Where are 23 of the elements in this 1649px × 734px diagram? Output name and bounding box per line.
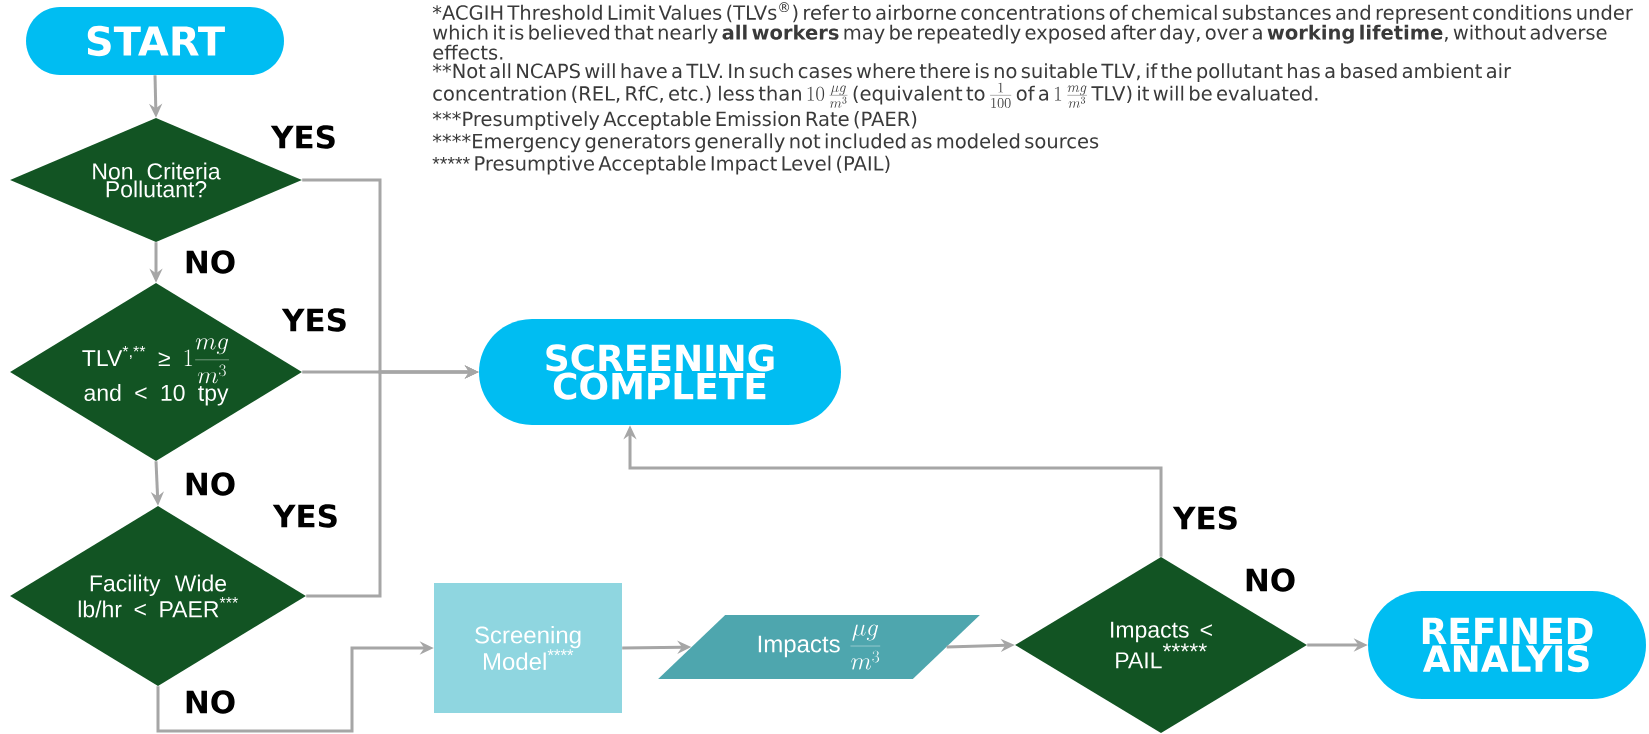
edge-label: NO	[182, 249, 238, 275]
footnote: *ACGIH Threshold Limit Values (TLVs$^{®}$) refer to airborne concentrations of chemical substances and represent conditions under which it is believed that nearly all workers may be repeatedly exposed after day, over a working lifetime, without adverse effects.	[432, 2, 1633, 60]
footnote: ***Presumptively Acceptable Emission Rate (PAER)	[432, 111, 917, 130]
terminal-pill: START	[26, 7, 284, 75]
label: **Not all NCAPS will have a TLV. In such cases where there is no suitable TLV, if the pollutant has a based ambient air	[432, 63, 1512, 83]
label: $10\,\frac{\mu g}{m^3}$	[807, 85, 848, 108]
label: $1\,\frac{mg}{m^3}$	[1054, 85, 1087, 108]
data-parallelogram: Impacts $\frac{\mu g}{m^3}$	[658, 615, 980, 679]
footnote: **Not all NCAPS will have a TLV. In such cases where there is no suitable TLV, if the pollutant has a based ambient air concentration (REL, RfC, etc.) less than $10\,\frac{\mu g}{m^3}$ (equivalent to $\frac{1}{100}$ of a $1\,\frac{mg}{m^3}$ TLV) it will be evaluated.	[432, 63, 1512, 108]
label: (equivalent to	[853, 85, 985, 105]
footnote: $\textrm{*****}$ Presumptive Acceptable Impact Level (PAIL)	[432, 155, 890, 175]
terminal-pill: REFINED ANALYIS	[1368, 591, 1646, 699]
edge-label: NO	[182, 471, 238, 497]
process-box: Screening Model$^{****}$	[434, 583, 622, 713]
footnote: ****Emergency generators generally not included as modeled sources	[432, 133, 1099, 153]
edge-label: NO	[182, 689, 238, 715]
label: concentration (REL, RfC, etc.) less than	[433, 85, 801, 104]
edge-label: NO	[1242, 567, 1298, 593]
label: of a	[1016, 85, 1049, 101]
label: TLV) it will be evaluated.	[1091, 85, 1318, 104]
terminal-pill: SCREENING COMPLETE	[479, 319, 841, 425]
edge-label: YES	[1172, 505, 1240, 531]
label: $\frac{1}{100}$	[990, 82, 1012, 108]
